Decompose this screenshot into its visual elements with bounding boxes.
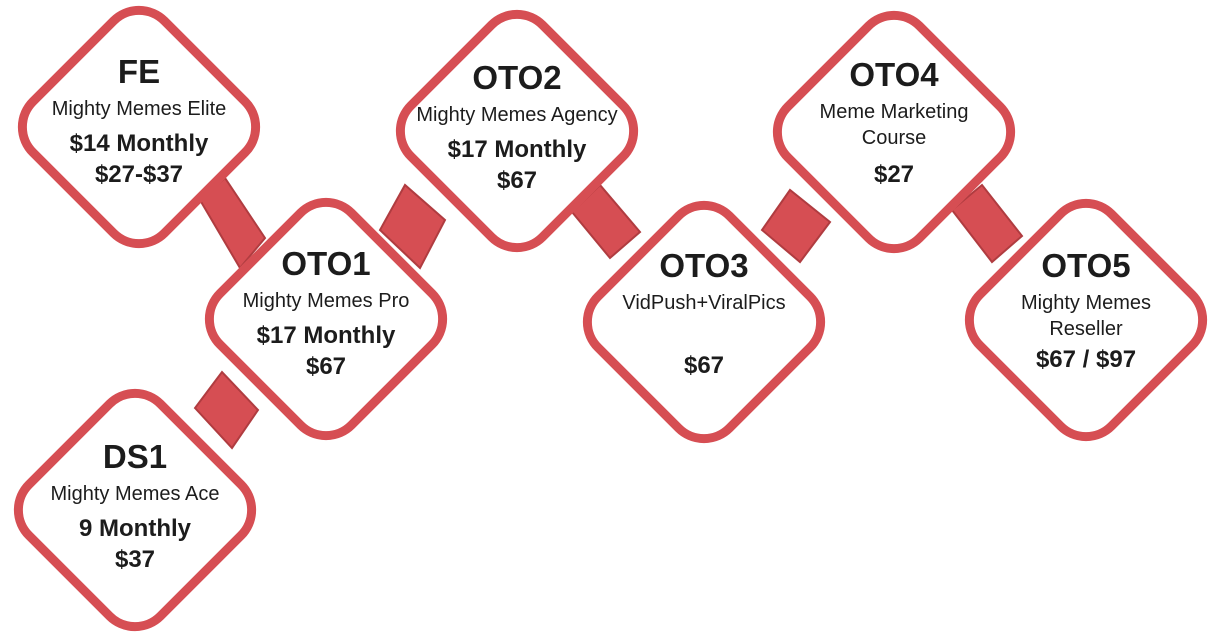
node-price-monthly: $17 Monthly	[447, 136, 587, 163]
node-price: $67 / $97	[1035, 346, 1137, 373]
node-code: OTO5	[1041, 247, 1131, 284]
node-code: OTO3	[659, 247, 749, 284]
node-name: Mighty Memes Agency	[416, 104, 618, 126]
tile-oto1-shape	[204, 197, 448, 441]
tile-oto5-shape	[964, 198, 1208, 442]
node-code: OTO2	[472, 59, 562, 96]
tile-ds1-shape	[13, 388, 257, 632]
connectors	[193, 176, 1024, 450]
node-ds1: DS1 Mighty Memes Ace 9 Monthly $37	[5, 437, 265, 575]
tile-oto2-shape	[395, 9, 639, 253]
node-price-monthly: 9 Monthly	[79, 515, 191, 542]
connector-oto3-oto4	[760, 188, 832, 264]
node-price-onetime: $27-$37	[94, 161, 184, 188]
node-name: Meme Marketing Course	[819, 101, 969, 149]
node-oto2: OTO2 Mighty Memes Agency $17 Monthly $67	[387, 58, 647, 196]
node-oto4: OTO4 Meme Marketing Course $27	[764, 55, 1024, 190]
node-price: $27	[873, 161, 915, 188]
tile-fe-shape	[17, 5, 261, 249]
node-name: Mighty Memes Elite	[51, 98, 227, 120]
node-price-monthly: $17 Monthly	[256, 322, 396, 349]
node-name: VidPush+ViralPics	[622, 292, 786, 314]
node-code: OTO4	[849, 56, 939, 93]
node-code: OTO1	[281, 245, 371, 282]
tile-oto3-shape	[582, 200, 826, 444]
tiles	[13, 5, 1208, 632]
node-oto1: OTO1 Mighty Memes Pro $17 Monthly $67	[196, 244, 456, 382]
node-code: DS1	[102, 438, 168, 475]
node-price-onetime: $67	[305, 353, 347, 380]
connector-oto4-oto5	[950, 183, 1024, 264]
node-price-monthly: $14 Monthly	[69, 130, 209, 157]
connector-oto1-ds1	[193, 370, 260, 450]
node-oto5: OTO5 Mighty Memes Reseller $67 / $97	[956, 246, 1216, 375]
node-name: Mighty Memes Ace	[50, 483, 220, 505]
tile-oto4-shape	[772, 10, 1016, 254]
node-fe: FE Mighty Memes Elite $14 Monthly $27-$3…	[9, 52, 269, 190]
node-oto3: OTO3 VidPush+ViralPics $67	[574, 246, 834, 381]
node-price-onetime: $67	[496, 167, 538, 194]
node-price: $67	[683, 352, 725, 379]
node-code: FE	[117, 53, 161, 90]
node-name: Mighty Memes Reseller	[1020, 292, 1152, 340]
node-name: Mighty Memes Pro	[242, 290, 410, 312]
connector-oto1-oto2	[378, 183, 447, 270]
node-price-onetime: $37	[114, 546, 156, 573]
